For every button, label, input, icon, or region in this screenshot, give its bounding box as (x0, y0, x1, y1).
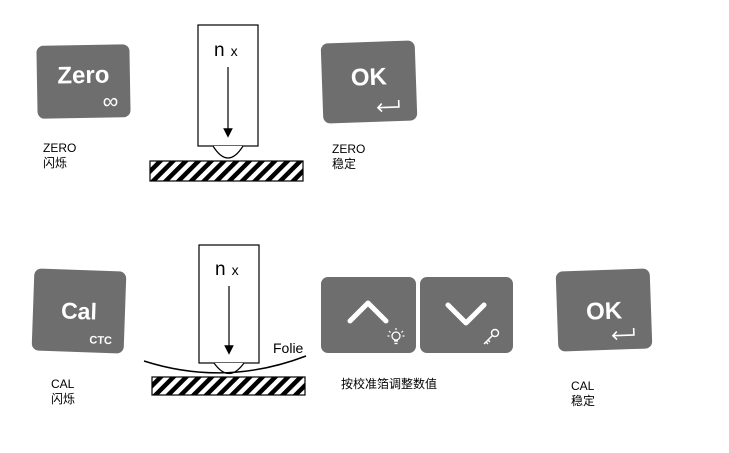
foil-curve (143, 355, 307, 374)
ok-zero-caption-line2: 稳定 (332, 157, 357, 171)
return-arrow-icon (376, 99, 400, 113)
zero-caption-line1: ZERO (43, 141, 77, 155)
ok-cal-caption-line1: CAL (571, 379, 595, 393)
ok-zero-caption: ZERO 稳定 (332, 142, 365, 172)
probe-label-cal-main: n (215, 259, 226, 280)
chevron-down-icon (445, 302, 487, 326)
probe-label-cal-sub: x (231, 262, 239, 278)
probe-tip-cal (213, 362, 245, 375)
ok-cal-caption-line2: 稳定 (571, 394, 596, 408)
cal-caption-line1: CAL (51, 377, 75, 391)
return-arrow-icon (611, 327, 635, 341)
probe-label-zero-main: n (214, 40, 225, 61)
ok-zero-caption-line1: ZERO (332, 142, 366, 156)
foil-label: Folie (273, 340, 304, 356)
down-key[interactable] (420, 277, 513, 353)
ok-key-zero[interactable]: OK (320, 40, 418, 124)
key-icon (483, 328, 500, 345)
lightbulb-icon (387, 328, 405, 345)
ok-key-cal-label: OK (585, 297, 623, 326)
cal-caption-line2: 闪烁 (51, 392, 76, 406)
ok-cal-caption: CAL 稳定 (571, 379, 595, 409)
zero-caption-line2: 闪烁 (43, 156, 68, 170)
substrate-cal (151, 376, 306, 396)
probe-label-zero-sub: x (230, 43, 238, 59)
up-key[interactable] (321, 277, 416, 353)
zero-caption: ZERO 闪烁 (43, 141, 76, 171)
adjust-caption: 按校准箔调整数值 (341, 377, 438, 391)
cal-caption: CAL 闪烁 (51, 377, 75, 407)
substrate-zero (149, 160, 304, 182)
probe-tip-zero (212, 145, 244, 159)
chevron-up-icon (347, 300, 389, 324)
ok-key-cal[interactable]: OK (555, 268, 653, 352)
